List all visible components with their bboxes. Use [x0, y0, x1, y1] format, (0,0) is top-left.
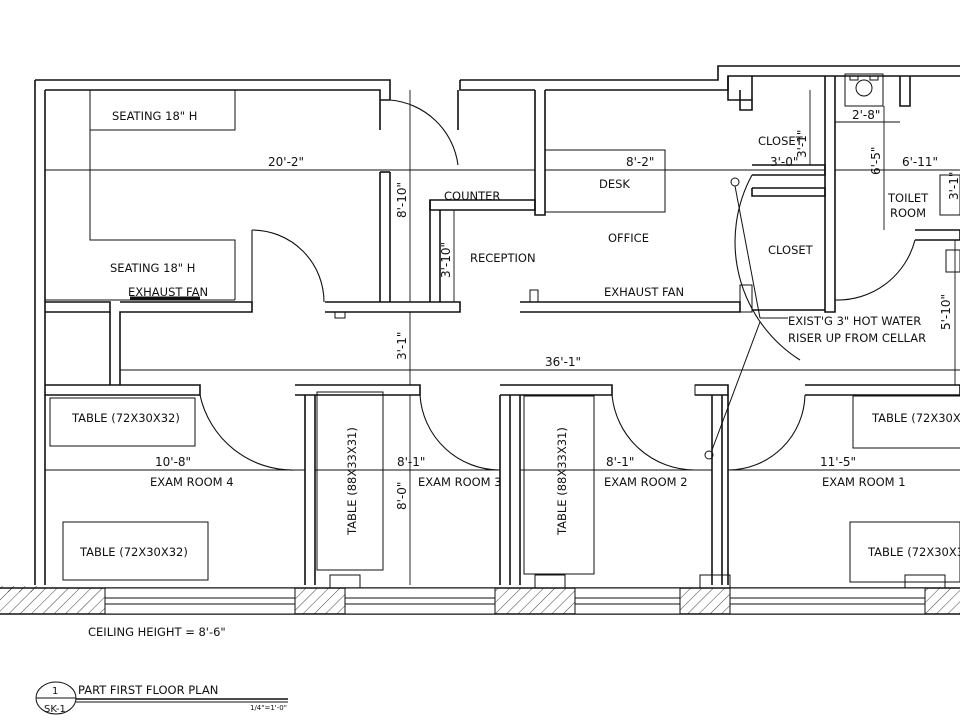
dim-waiting-width: 20'-2": [268, 155, 304, 169]
exam-table: [316, 391, 384, 571]
exam-tables: [49, 391, 960, 583]
exam-room-3-label: EXAM ROOM 3: [418, 475, 502, 489]
table-1a-label: TABLE (72X30X32: [871, 411, 960, 425]
exhaust-fan-right-label: EXHAUST FAN: [604, 285, 684, 299]
reception-label: RECEPTION: [470, 251, 536, 265]
dim-exam2-width: 8'-1": [606, 455, 634, 469]
doors: [199, 99, 916, 471]
toilet-label: TOILET: [887, 191, 929, 205]
drawing-title: PART FIRST FLOOR PLAN: [78, 683, 218, 697]
exam-table: [49, 397, 196, 447]
dim-desk-width: 8'-2": [626, 155, 654, 169]
dimension-labels: 20'-2" 8'-2" 3'-0" 6'-11" 2'-8" 3'-1" 6'…: [155, 108, 960, 510]
dim-exam4-width: 10'-8": [155, 455, 191, 469]
sheet-number: SK-1: [44, 704, 66, 715]
dim-reception-height: 8'-10": [395, 182, 409, 218]
toilet-room-label: ROOM: [890, 206, 926, 220]
exam-table: [849, 521, 960, 583]
dim-right-top: 3'-1": [947, 172, 960, 200]
interior-walls: [45, 73, 960, 589]
riser-note-2: RISER UP FROM CELLAR: [788, 331, 926, 345]
closet-top-label: CLOSET: [758, 134, 804, 148]
dim-closet-depth: 3'-1": [795, 130, 809, 158]
table-3-label: TABLE (88X33X31): [345, 427, 359, 536]
exam-table: [852, 395, 960, 449]
desk-label: DESK: [599, 177, 630, 191]
exam-table: [62, 521, 209, 581]
table-1b-label: TABLE (72X30X32: [867, 545, 960, 559]
exhaust-fan-left-label: EXHAUST FAN: [128, 285, 208, 299]
seating-bottom-label: SEATING 18" H: [110, 261, 195, 275]
drawing-scale: 1/4"=1'-0": [250, 704, 287, 712]
dim-corridor-depth: 3'-1": [395, 332, 409, 360]
dim-corridor-length: 36'-1": [545, 355, 581, 369]
exterior-walls: [0, 65, 960, 615]
table-2-label: TABLE (88X33X31): [555, 427, 569, 536]
dim-exam1-width: 11'-5": [820, 455, 856, 469]
dim-counter-height: 3'-10": [439, 242, 453, 278]
dim-exam3-width: 8'-1": [397, 455, 425, 469]
seating: [45, 90, 236, 301]
dim-toilet-width: 6'-11": [902, 155, 938, 169]
dim-right-depth: 5'-10": [939, 294, 953, 330]
dim-closet-width: 3'-0": [770, 155, 798, 169]
riser-note-1: EXIST'G 3" HOT WATER: [788, 314, 921, 328]
dim-toilet-depth: 6'-5": [869, 147, 883, 175]
dim-exam-depth: 8'-0": [395, 482, 409, 510]
title-block: CEILING HEIGHT = 8'-6" 1 SK-1 PART FIRST…: [35, 625, 288, 715]
ceiling-note: CEILING HEIGHT = 8'-6": [88, 625, 226, 639]
room-labels: SEATING 18" H SEATING 18" H EXHAUST FAN …: [71, 109, 960, 559]
exam-room-1-label: EXAM ROOM 1: [822, 475, 906, 489]
drawing-number: 1: [52, 686, 58, 697]
counter-label: COUNTER: [444, 189, 500, 203]
seating-top-label: SEATING 18" H: [112, 109, 197, 123]
closet-mid-label: CLOSET: [768, 243, 814, 257]
table-4b-label: TABLE (72X30X32): [79, 545, 188, 559]
exam-room-2-label: EXAM ROOM 2: [604, 475, 688, 489]
riser-leader: [704, 177, 788, 460]
exam-room-4-label: EXAM ROOM 4: [150, 475, 234, 489]
table-4a-label: TABLE (72X30X32): [71, 411, 180, 425]
dimension-lines: [45, 90, 960, 585]
exam-table: [523, 395, 595, 575]
dim-sink-width: 2'-8": [852, 108, 880, 122]
office-label: OFFICE: [608, 231, 649, 245]
